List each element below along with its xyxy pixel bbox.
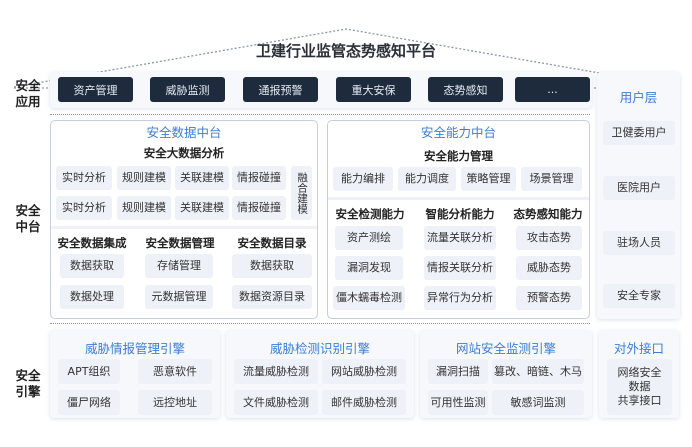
section-item: 攻击态势 [516, 226, 582, 250]
data-platform-title: 安全数据中台 [146, 125, 222, 140]
data-sharing-interface: 网络安全 数据 共享接口 [607, 359, 672, 415]
mgmt-item: 场景管理 [521, 167, 582, 191]
section-item: 资产测绘 [335, 226, 403, 250]
layer-label-app: 安全 应用 [15, 78, 41, 109]
mgmt-title: 安全能力管理 [424, 149, 493, 163]
engine-title: 网站安全监测引擎 [455, 341, 556, 356]
platform-title: 卫建行业监管态势感知平台 [255, 42, 436, 60]
user-item: 安全专家 [603, 284, 675, 308]
section-title: 安全数据集成 [57, 236, 127, 250]
section-item: 威胁态势 [516, 256, 582, 280]
section-item: 数据获取 [60, 254, 124, 278]
section-item: 数据获取 [232, 254, 312, 278]
section-title: 安全检测能力 [335, 207, 405, 221]
section-title: 智能分析能力 [425, 207, 495, 221]
layer-label-engine: 安全 引擎 [15, 368, 41, 399]
user-item: 驻场人员 [603, 231, 675, 255]
engine-item: 可用性监测 [428, 390, 488, 415]
engine-title: 威胁情报管理引擎 [84, 341, 185, 356]
analysis-item: 实时分析 [56, 166, 112, 190]
capability-platform-box [327, 120, 590, 319]
analysis-title: 安全大数据分析 [143, 146, 225, 160]
engine-item: 恶意软件 [138, 359, 212, 384]
engine-item: 敏感词监测 [492, 390, 584, 415]
app-button[interactable]: 通报预警 [243, 77, 318, 102]
mgmt-item: 能力编排 [333, 167, 393, 191]
mgmt-item: 策略管理 [461, 167, 516, 191]
section-title: 态势感知能力 [513, 207, 583, 221]
app-button[interactable]: 重大安保 [336, 77, 411, 102]
engine-item: 篡改、暗链、木马 [492, 359, 584, 384]
mgmt-item: 能力调度 [398, 167, 456, 191]
section-item: 情报关联分析 [424, 256, 496, 280]
user-item: 医院用户 [603, 176, 675, 200]
analysis-item: 关联建模 [175, 196, 229, 220]
section-title: 安全数据管理 [145, 236, 215, 250]
divider [51, 226, 317, 229]
engine-item: 网站威胁检测 [322, 359, 406, 384]
section-item: 元数据管理 [145, 285, 213, 309]
user-item: 卫健委用户 [603, 121, 675, 145]
section-item: 僵木蠕毒检测 [333, 286, 405, 310]
section-item: 预警态势 [516, 286, 582, 310]
engine-item: APT组织 [58, 359, 120, 384]
section-item: 存储管理 [145, 254, 213, 278]
divider [50, 114, 590, 115]
section-item: 异常行为分析 [424, 286, 496, 310]
section-item: 流量关联分析 [424, 226, 496, 250]
engine-item: 流量威胁检测 [234, 359, 318, 384]
app-button[interactable]: 威胁监测 [150, 77, 225, 102]
app-more-button[interactable]: ... [515, 77, 590, 102]
section-item: 数据处理 [60, 285, 124, 309]
analysis-item: 规则建模 [117, 196, 171, 220]
engine-item: 邮件威胁检测 [322, 390, 406, 415]
fusion-modeling: 融合建模 [291, 166, 312, 220]
engine-title: 威胁检测识别引擎 [269, 341, 370, 356]
divider [328, 197, 589, 200]
analysis-item: 关联建模 [175, 166, 229, 190]
engine-item: 僵尸网络 [58, 390, 120, 415]
app-button[interactable]: 态势感知 [428, 77, 503, 102]
engine-item: 远控地址 [138, 390, 212, 415]
layer-label-middle: 安全 中台 [15, 203, 41, 234]
analysis-item: 规则建模 [117, 166, 171, 190]
engine-item: 漏洞扫描 [428, 359, 488, 384]
section-item: 数据资源目录 [232, 285, 312, 309]
app-button[interactable]: 资产管理 [58, 77, 133, 102]
analysis-item: 实时分析 [56, 196, 112, 220]
section-title: 安全数据目录 [237, 236, 307, 250]
engine-item: 文件威胁检测 [234, 390, 318, 415]
capability-platform-title: 安全能力中台 [420, 125, 496, 140]
interface-title: 对外接口 [613, 341, 664, 356]
analysis-item: 情报碰撞 [232, 196, 286, 220]
user-layer-title: 用户层 [619, 90, 658, 105]
analysis-item: 情报碰撞 [232, 166, 286, 190]
section-item: 漏洞发现 [335, 256, 403, 280]
divider [50, 323, 590, 324]
